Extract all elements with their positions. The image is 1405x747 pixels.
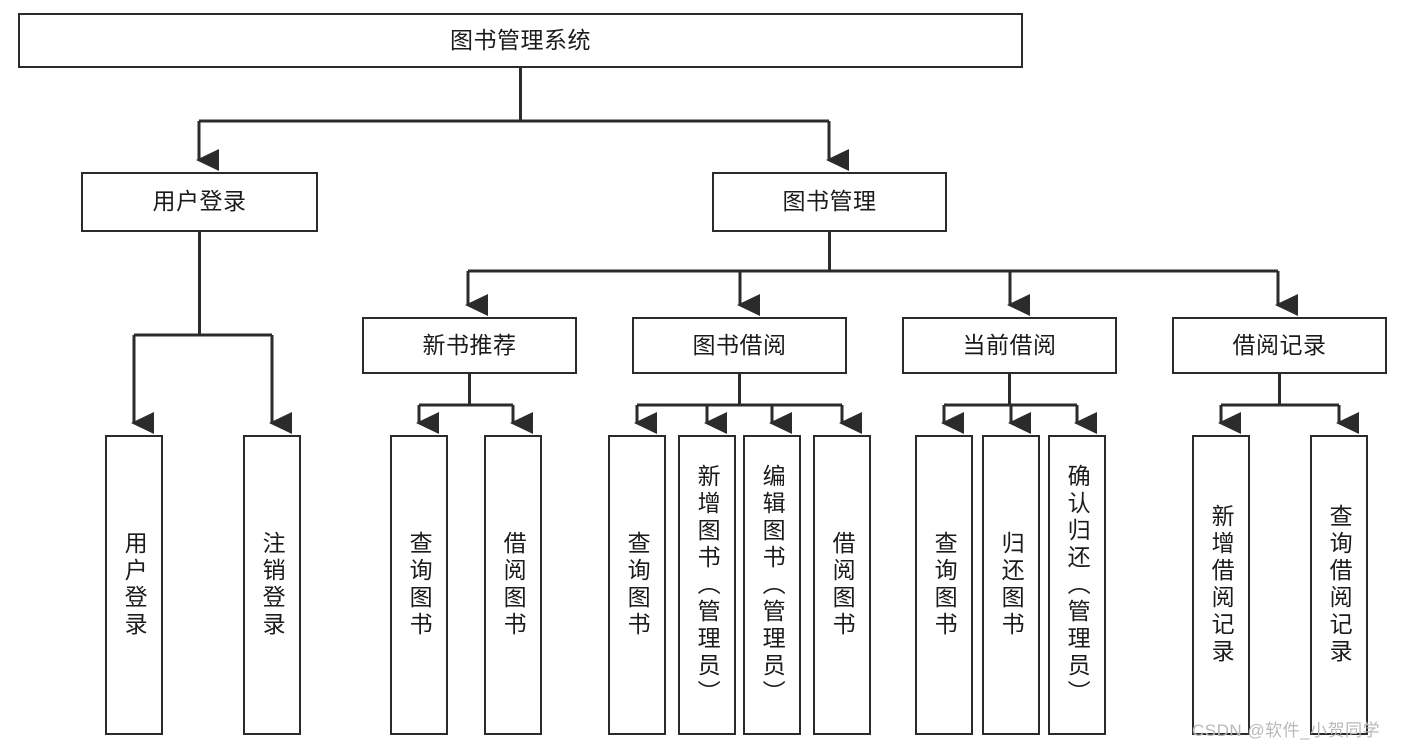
node-current-borrow[interactable]: 当前借阅: [902, 317, 1117, 374]
node-book-borrow-label: 图书借阅: [692, 331, 787, 358]
node-book-management[interactable]: 图书管理: [712, 172, 947, 232]
node-root-label: 图书管理系统: [450, 26, 591, 53]
leaf-user-login-label: 用户登录: [121, 531, 148, 639]
leaf-logout-login-label: 注销登录: [259, 531, 286, 639]
node-book-borrow[interactable]: 图书借阅: [632, 317, 847, 374]
leaf-edit-book-admin[interactable]: 编辑图书（管理员）: [743, 435, 801, 735]
node-user-login-label: 用户登录: [152, 188, 247, 215]
leaf-query-book-borrow-label: 查询图书: [624, 531, 651, 639]
node-borrow-records-label: 借阅记录: [1232, 331, 1327, 358]
node-new-book-recommend-label: 新书推荐: [422, 331, 517, 358]
leaf-edit-book-admin-label: 编辑图书（管理员）: [759, 463, 786, 707]
node-book-management-label: 图书管理: [782, 188, 877, 215]
leaf-add-book-admin[interactable]: 新增图书（管理员）: [678, 435, 736, 735]
node-new-book-recommend[interactable]: 新书推荐: [362, 317, 577, 374]
leaf-query-borrow-record[interactable]: 查询借阅记录: [1310, 435, 1368, 735]
leaf-confirm-return-admin[interactable]: 确认归还（管理员）: [1048, 435, 1106, 735]
leaf-add-borrow-record-label: 新增借阅记录: [1208, 504, 1235, 666]
csdn-watermark: CSDN @软件_小贺同学: [1192, 721, 1381, 740]
leaf-query-book-current[interactable]: 查询图书: [915, 435, 973, 735]
leaf-logout-login[interactable]: 注销登录: [243, 435, 301, 735]
node-root[interactable]: 图书管理系统: [18, 13, 1023, 68]
node-user-login[interactable]: 用户登录: [81, 172, 318, 232]
leaf-confirm-return-admin-label: 确认归还（管理员）: [1064, 463, 1091, 707]
leaf-borrow-book[interactable]: 借阅图书: [813, 435, 871, 735]
leaf-query-book-current-label: 查询图书: [931, 531, 958, 639]
node-borrow-records[interactable]: 借阅记录: [1172, 317, 1387, 374]
leaf-add-book-admin-label: 新增图书（管理员）: [694, 463, 721, 707]
leaf-return-book-label: 归还图书: [998, 531, 1025, 639]
leaf-return-book[interactable]: 归还图书: [982, 435, 1040, 735]
leaf-query-book-newbook-label: 查询图书: [406, 531, 433, 639]
leaf-add-borrow-record[interactable]: 新增借阅记录: [1192, 435, 1250, 735]
leaf-query-borrow-record-label: 查询借阅记录: [1326, 504, 1353, 666]
leaf-user-login[interactable]: 用户登录: [105, 435, 163, 735]
leaf-borrow-book-newbook-label: 借阅图书: [500, 531, 527, 639]
leaf-borrow-book-newbook[interactable]: 借阅图书: [484, 435, 542, 735]
node-current-borrow-label: 当前借阅: [962, 331, 1057, 358]
leaf-borrow-book-label: 借阅图书: [829, 531, 856, 639]
leaf-query-book-borrow[interactable]: 查询图书: [608, 435, 666, 735]
leaf-query-book-newbook[interactable]: 查询图书: [390, 435, 448, 735]
